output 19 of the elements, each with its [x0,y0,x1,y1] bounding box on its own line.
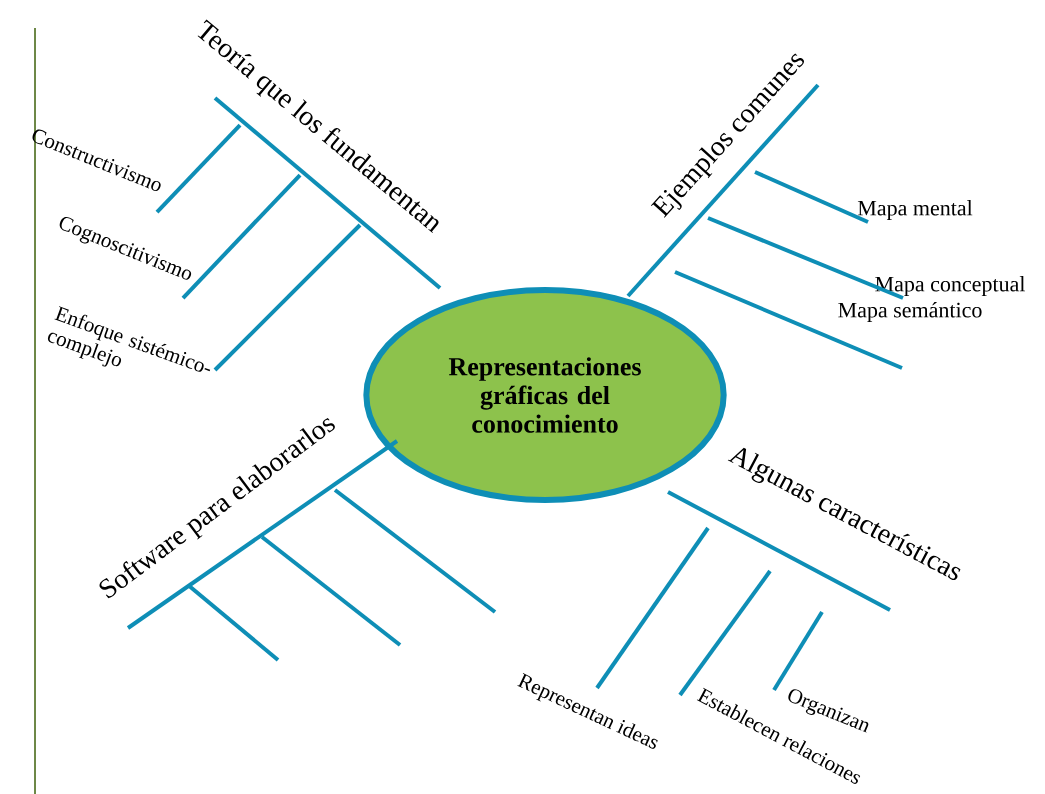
branch-line [155,123,242,214]
branch-line [186,583,280,662]
branch-line [213,96,442,290]
branch-item: Mapa semántico [838,302,982,322]
branch-line [126,439,399,630]
branch-line [333,488,497,614]
branch-line [678,569,772,697]
branch-line [181,173,302,300]
branch-line [260,535,402,647]
branch-line [754,170,869,224]
branch-line [595,526,710,690]
branch-line [707,216,904,300]
branch-line [674,270,903,370]
branch-item: Mapa conceptual [875,276,1025,296]
branch-line [772,610,824,692]
branch-line [626,83,820,298]
branch-line [667,490,891,612]
branch-item: Mapa mental [857,200,973,220]
branch-line [213,223,362,372]
